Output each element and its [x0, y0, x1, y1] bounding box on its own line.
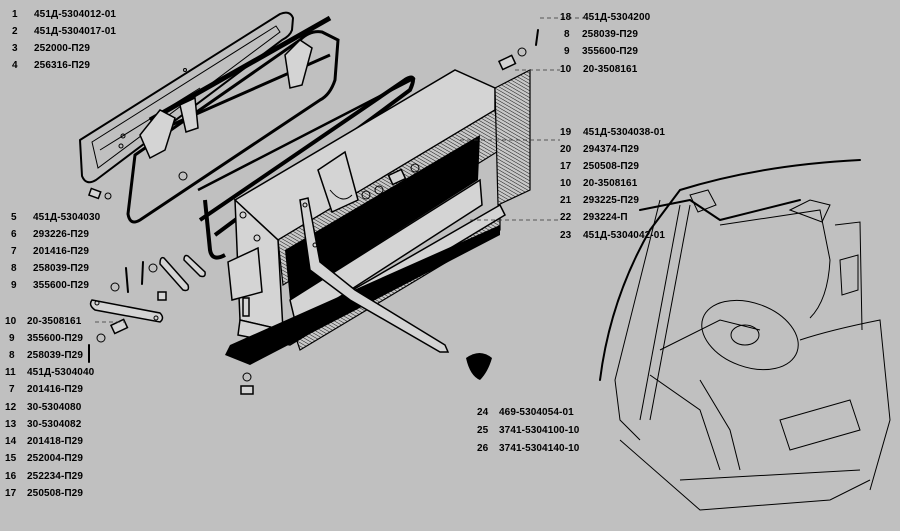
cab-interior-illustration: [599, 159, 891, 511]
hatch-housing-part: [225, 69, 531, 365]
gasket-seal-part: [197, 75, 416, 260]
bracket-plate-part: [317, 150, 359, 214]
leader-lines: [95, 17, 590, 323]
knob-part: [466, 353, 492, 380]
lever-handle-part: [299, 197, 450, 353]
spring-and-pin-hardware: [497, 29, 539, 71]
link-plates-and-fasteners: [88, 254, 254, 395]
hinge-brackets: [87, 39, 313, 200]
